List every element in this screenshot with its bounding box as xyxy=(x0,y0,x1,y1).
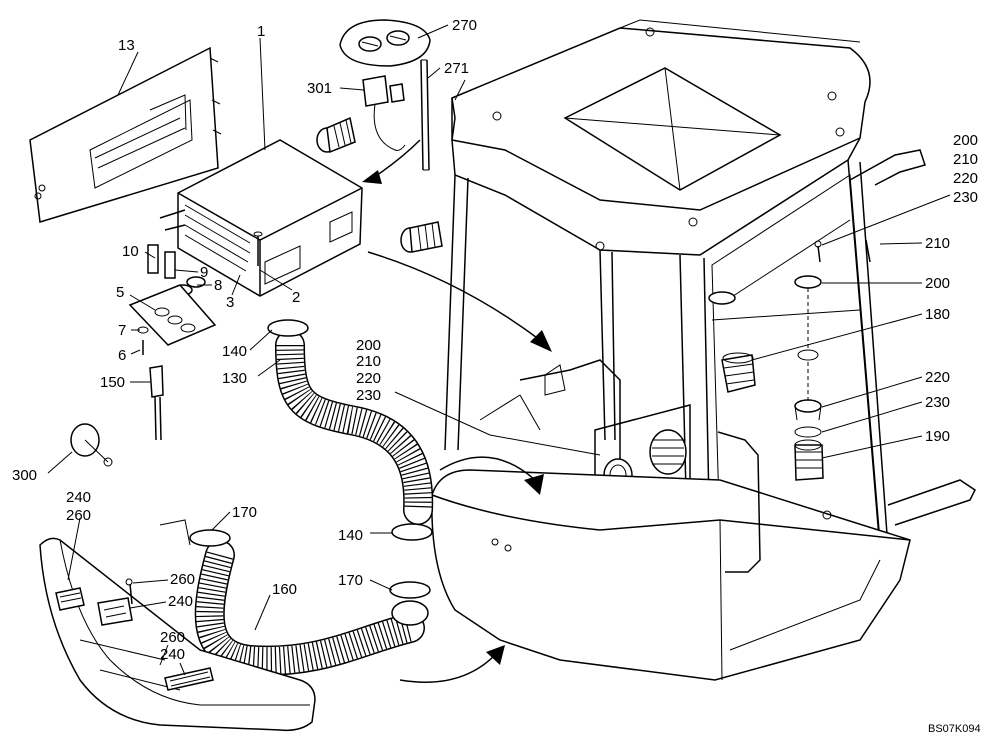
callout-230-top: 230 xyxy=(953,189,978,206)
callout-170-lower: 170 xyxy=(338,572,363,589)
callout-271: 271 xyxy=(444,60,469,77)
callout-220-top: 220 xyxy=(953,170,978,187)
callout-13: 13 xyxy=(118,37,135,54)
callout-6: 6 xyxy=(118,347,126,364)
callout-240-left: 240 xyxy=(66,489,91,506)
callout-160: 160 xyxy=(272,581,297,598)
callout-1: 1 xyxy=(257,23,265,40)
callout-260-left: 260 xyxy=(66,507,91,524)
duct-hoses xyxy=(189,319,434,676)
callout-180: 180 xyxy=(925,306,950,323)
callout-210-mid: 210 xyxy=(356,353,381,370)
callout-260-bottom: 260 xyxy=(160,629,185,646)
leader-lines xyxy=(47,24,951,676)
callout-2: 2 xyxy=(292,289,300,306)
callout-130: 130 xyxy=(222,370,247,387)
callout-301: 301 xyxy=(307,80,332,97)
callout-240-bottom: 240 xyxy=(160,646,185,663)
top-parts xyxy=(316,19,443,253)
callout-230: 230 xyxy=(925,394,950,411)
callout-220: 220 xyxy=(925,369,950,386)
heater-unit-1 xyxy=(70,139,363,467)
callout-10: 10 xyxy=(122,243,139,260)
drawing-code: BS07K094 xyxy=(928,723,981,735)
callout-3: 3 xyxy=(226,294,234,311)
callout-170-upper: 170 xyxy=(232,504,257,521)
callout-9: 9 xyxy=(200,264,208,281)
callout-140-upper: 140 xyxy=(222,343,247,360)
callout-200-top: 200 xyxy=(953,132,978,149)
callout-220-mid: 220 xyxy=(356,370,381,387)
callout-8: 8 xyxy=(214,277,222,294)
callout-labels: 13 1 270 271 301 200 210 220 230 210 200… xyxy=(12,17,981,735)
callout-240-mid: 240 xyxy=(168,593,193,610)
callout-270: 270 xyxy=(452,17,477,34)
front-panel xyxy=(39,519,316,732)
callout-230-mid: 230 xyxy=(356,387,381,404)
callout-300: 300 xyxy=(12,467,37,484)
callout-200: 200 xyxy=(925,275,950,292)
callout-140-lower: 140 xyxy=(338,527,363,544)
callout-190: 190 xyxy=(925,428,950,445)
cab-assembly xyxy=(431,19,976,681)
callout-210: 210 xyxy=(925,235,950,252)
callout-150: 150 xyxy=(100,374,125,391)
callout-260-mid: 260 xyxy=(170,571,195,588)
callout-210-top: 210 xyxy=(953,151,978,168)
callout-5: 5 xyxy=(116,284,124,301)
callout-200-mid: 200 xyxy=(356,337,381,354)
panel-13 xyxy=(29,46,222,223)
flow-arrows xyxy=(362,139,552,683)
callout-7: 7 xyxy=(118,322,126,339)
